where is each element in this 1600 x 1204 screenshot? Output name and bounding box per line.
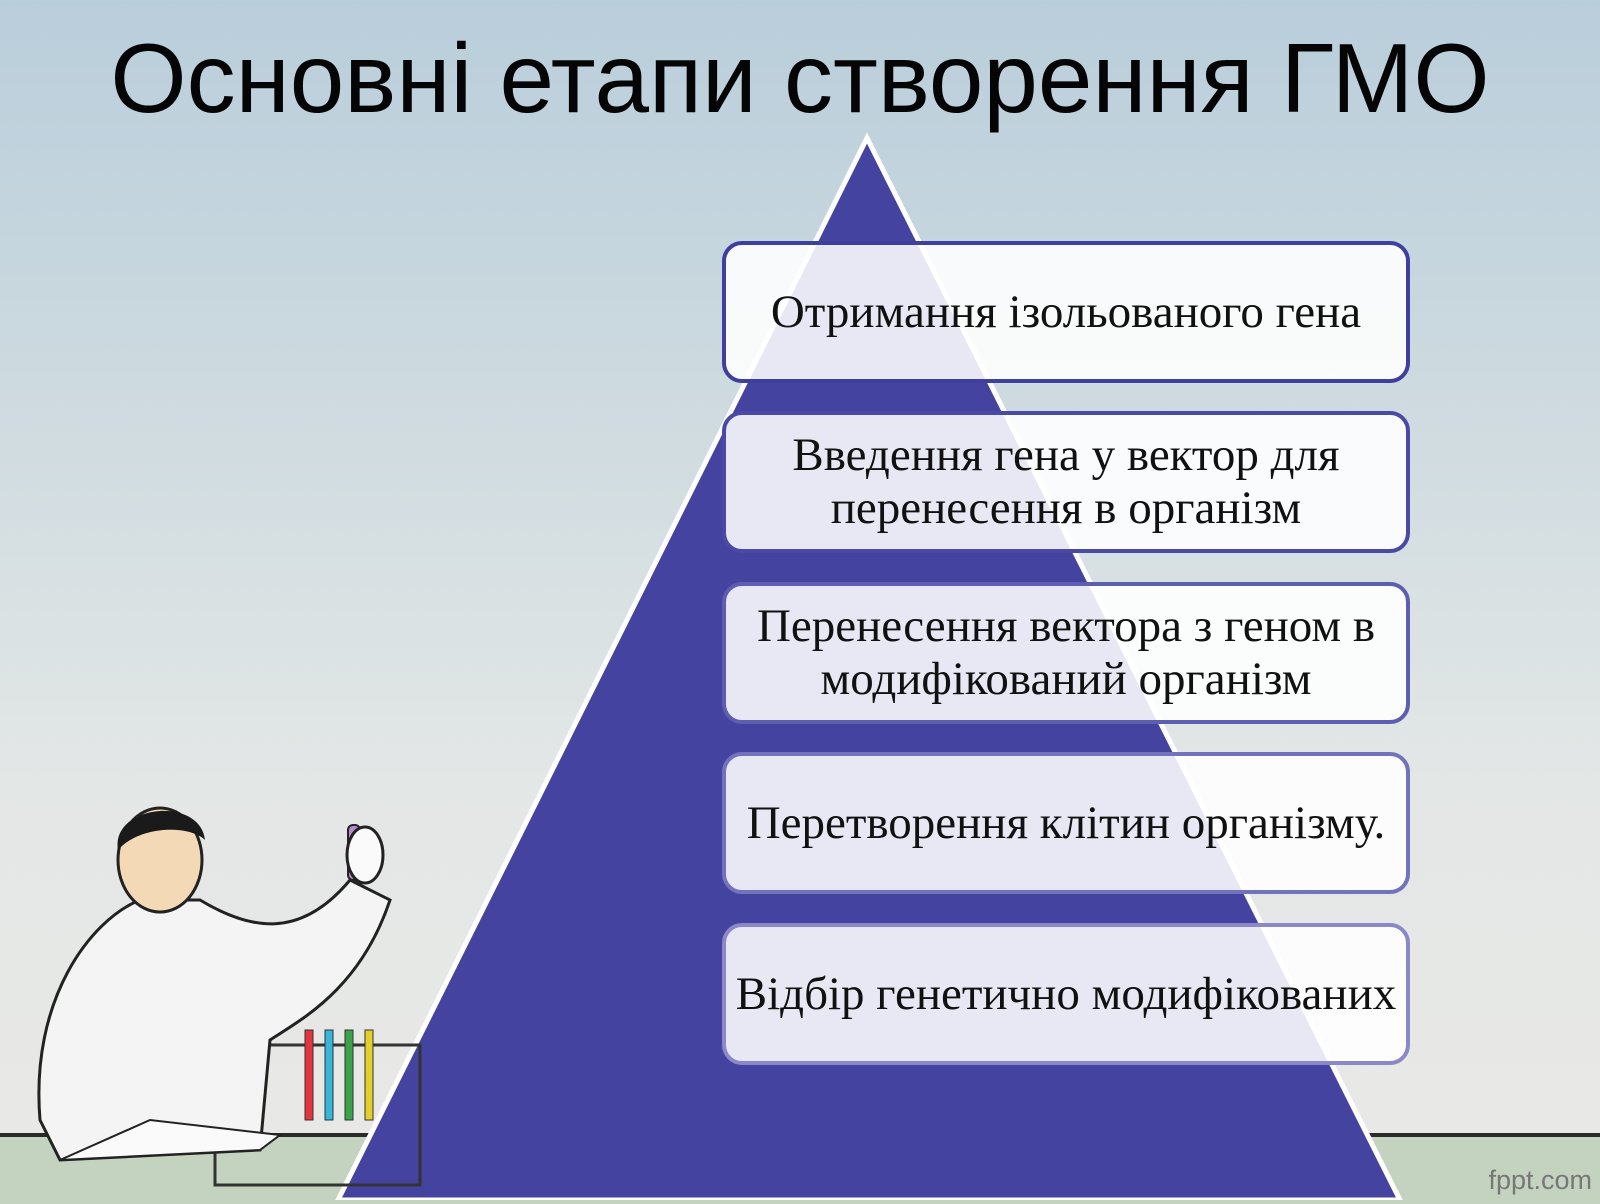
step-box-5: Відбір генетично модифікованих <box>722 923 1410 1065</box>
scientist-illustration <box>37 806 422 1187</box>
step-box-4: Перетворення клітин організму. <box>722 752 1410 894</box>
step-box-3: Перенесення вектора з геном в модифікова… <box>722 582 1410 724</box>
watermark: fppt.com <box>1488 1165 1592 1195</box>
step-box-1: Отримання ізольованого гена <box>722 241 1410 383</box>
slide-title: Основні етапи створення ГМО <box>110 23 1490 133</box>
step-box-2: Введення гена у вектор для перенесення в… <box>722 411 1410 553</box>
